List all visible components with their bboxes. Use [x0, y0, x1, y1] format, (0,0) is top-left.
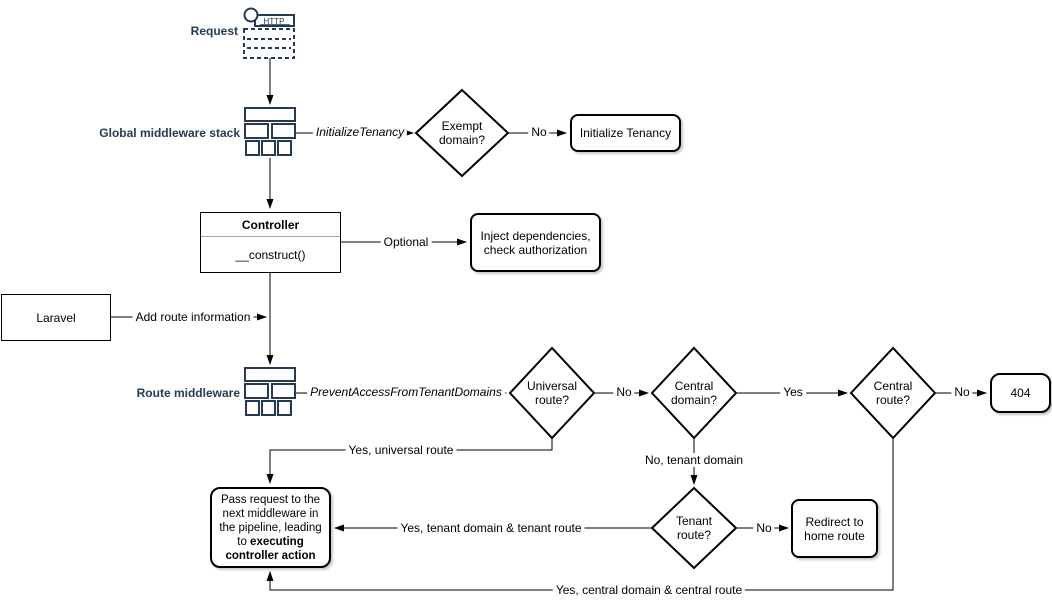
edge-label-no-tenant-domain: No, tenant domain — [641, 453, 747, 467]
controller-box: Controller __construct() — [200, 212, 341, 273]
edge-label-yes-universal-route: Yes, universal route — [345, 443, 457, 457]
edge-label-central-route-no: No — [951, 385, 973, 399]
pass-request-bold-text: executing controller action — [225, 535, 316, 562]
tenant-route-diamond — [650, 486, 738, 570]
pass-request-box: Pass request to the next middleware in t… — [210, 487, 331, 568]
exempt-domain-text: Exempt domain? — [438, 119, 486, 147]
controller-method: __construct() — [235, 247, 306, 262]
universal-route-diamond — [508, 346, 596, 440]
http-request-icon: HTTP — [243, 7, 295, 59]
controller-title: Controller — [201, 213, 340, 237]
edge-label-initialize-tenancy: InitializeTenancy — [312, 125, 408, 139]
edge-label-optional: Optional — [380, 235, 432, 249]
edge-label-exempt-no: No — [528, 125, 550, 139]
central-domain-diamond — [650, 346, 738, 440]
edge-label-add-route-information: Add route information — [132, 310, 254, 324]
global-middleware-stage-label: Global middleware stack — [99, 126, 240, 140]
central-route-text: Central route? — [873, 379, 913, 407]
http-icon-label: HTTP — [264, 17, 285, 26]
edge-label-central-domain-yes: Yes — [780, 385, 806, 399]
route-middleware-stage-label: Route middleware — [136, 386, 240, 400]
inject-dependencies-box: Inject dependencies, check authorization — [470, 213, 601, 272]
route-middleware-stack-icon — [244, 367, 296, 416]
middleware-stack-icon — [244, 107, 296, 156]
edge-label-universal-no: No — [613, 385, 635, 399]
central-domain-text: Central domain? — [670, 379, 718, 407]
not-found-box: 404 — [990, 373, 1051, 413]
universal-route-text: Universal route? — [526, 379, 577, 407]
edge-label-yes-central-route: Yes, central domain & central route — [552, 583, 746, 597]
edge-label-yes-tenant-route: Yes, tenant domain & tenant route — [397, 521, 585, 535]
redirect-home-box: Redirect to home route — [791, 499, 878, 558]
initialize-tenancy-box: Initialize Tenancy — [570, 114, 681, 152]
laravel-box: Laravel — [1, 294, 111, 341]
edge-label-prevent-access: PreventAccessFromTenantDomains — [307, 385, 505, 399]
central-route-diamond — [849, 346, 937, 440]
request-stage-label: Request — [190, 24, 238, 38]
pass-request-text: Pass request to the next middleware in t… — [219, 493, 322, 548]
exempt-domain-diamond — [414, 88, 510, 178]
edge-label-tenant-no: No — [753, 521, 775, 535]
tenant-route-text: Tenant route? — [675, 514, 713, 542]
